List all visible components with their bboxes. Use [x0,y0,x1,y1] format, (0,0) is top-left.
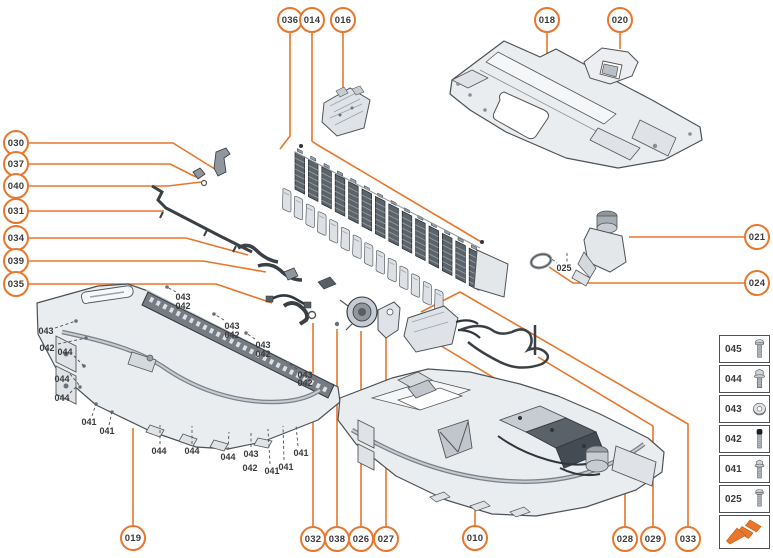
dashed-leaders [54,253,568,465]
part-label-042: 042 [39,343,55,353]
callout-033[interactable]: 033 [675,526,701,552]
callout-038[interactable]: 038 [324,526,350,552]
washer-icon [752,397,767,421]
callout-021[interactable]: 021 [744,224,770,250]
part-label-043: 043 [175,292,191,302]
part-label-044: 044 [151,446,167,456]
ecu-part-028[interactable] [403,305,481,353]
callout-031[interactable]: 031 [3,198,29,224]
legend-row-025: 025 [719,485,770,513]
legend-label: 044 [725,373,742,385]
part-label-043: 043 [255,340,271,350]
part-label-041: 041 [99,426,115,436]
callout-040[interactable]: 040 [3,173,29,199]
part-label-042: 042 [175,301,191,311]
battery-stack-part-014[interactable] [294,144,509,298]
bracket-part-027[interactable] [377,301,401,339]
callout-014[interactable]: 014 [299,7,325,33]
legend-row-044: 044 [719,365,770,393]
legend-row-043: 043 [719,395,770,423]
blower-part-026[interactable] [339,296,378,331]
callout-018[interactable]: 018 [534,7,560,33]
harness-part-033[interactable] [459,324,550,369]
callout-029[interactable]: 029 [640,526,666,552]
callout-020[interactable]: 020 [607,7,633,33]
part-label-041: 041 [293,448,309,458]
left-tray-part-019[interactable] [36,283,341,452]
callout-036[interactable]: 036 [277,7,303,33]
fastener-legend-rows: 045 044 043 042 041 025 [719,335,770,513]
part-label-041: 041 [264,466,280,476]
part-label-041: 041 [81,417,97,427]
callout-032[interactable]: 032 [300,526,326,552]
part-label-043: 043 [243,449,259,459]
legend-label: 043 [725,403,742,415]
hose-part-032[interactable] [282,301,340,327]
cover-part-018[interactable] [449,40,703,169]
callout-016[interactable]: 016 [330,7,356,33]
clamp-part-024[interactable] [529,252,553,270]
fastener-legend: 045 044 043 042 041 025 [719,335,770,549]
callout-019[interactable]: 019 [120,525,146,551]
part-label-044: 044 [54,393,70,403]
bolt-cap-icon [752,427,767,451]
pipe-parts-030-040[interactable] [151,147,337,309]
callout-024[interactable]: 024 [744,270,770,296]
part-label-044: 044 [220,452,236,462]
callout-027[interactable]: 027 [373,526,399,552]
part-label-044: 044 [57,347,73,357]
direction-arrow-icon [725,519,765,545]
legend-row-042: 042 [719,425,770,453]
legend-row-041: 041 [719,455,770,483]
screw-small-icon [752,487,767,511]
part-label-043: 043 [38,326,54,336]
part-label-043: 043 [224,321,240,331]
part-label-042: 042 [297,378,313,388]
bolt-flange-icon [752,457,767,481]
legend-label: 045 [725,343,742,355]
legend-label: 042 [725,433,742,445]
part-label-025: 025 [556,263,572,273]
legend-label: 025 [725,493,742,505]
legend-footer-cell [719,515,770,549]
right-tray-part-010[interactable] [337,368,665,518]
part-label-044: 044 [184,446,200,456]
part-label-044: 044 [54,374,70,384]
part-label-042: 042 [242,463,258,473]
callout-028[interactable]: 028 [612,526,638,552]
part-label-042: 042 [255,349,271,359]
cap-part-020[interactable] [583,47,639,85]
callout-010[interactable]: 010 [462,525,488,551]
screw-pan-icon [752,337,767,361]
legend-row-045: 045 [719,335,770,363]
callout-039[interactable]: 039 [3,248,29,274]
callout-035[interactable]: 035 [3,271,29,297]
bolt-hex-icon [752,367,767,391]
part-label-042: 042 [224,330,240,340]
module-part-016[interactable] [321,85,371,137]
part-label-043: 043 [297,370,313,380]
legend-label: 041 [725,463,742,475]
part-label-041: 041 [278,462,294,472]
callout-026[interactable]: 026 [348,526,374,552]
reservoir-part-021[interactable] [571,210,627,287]
